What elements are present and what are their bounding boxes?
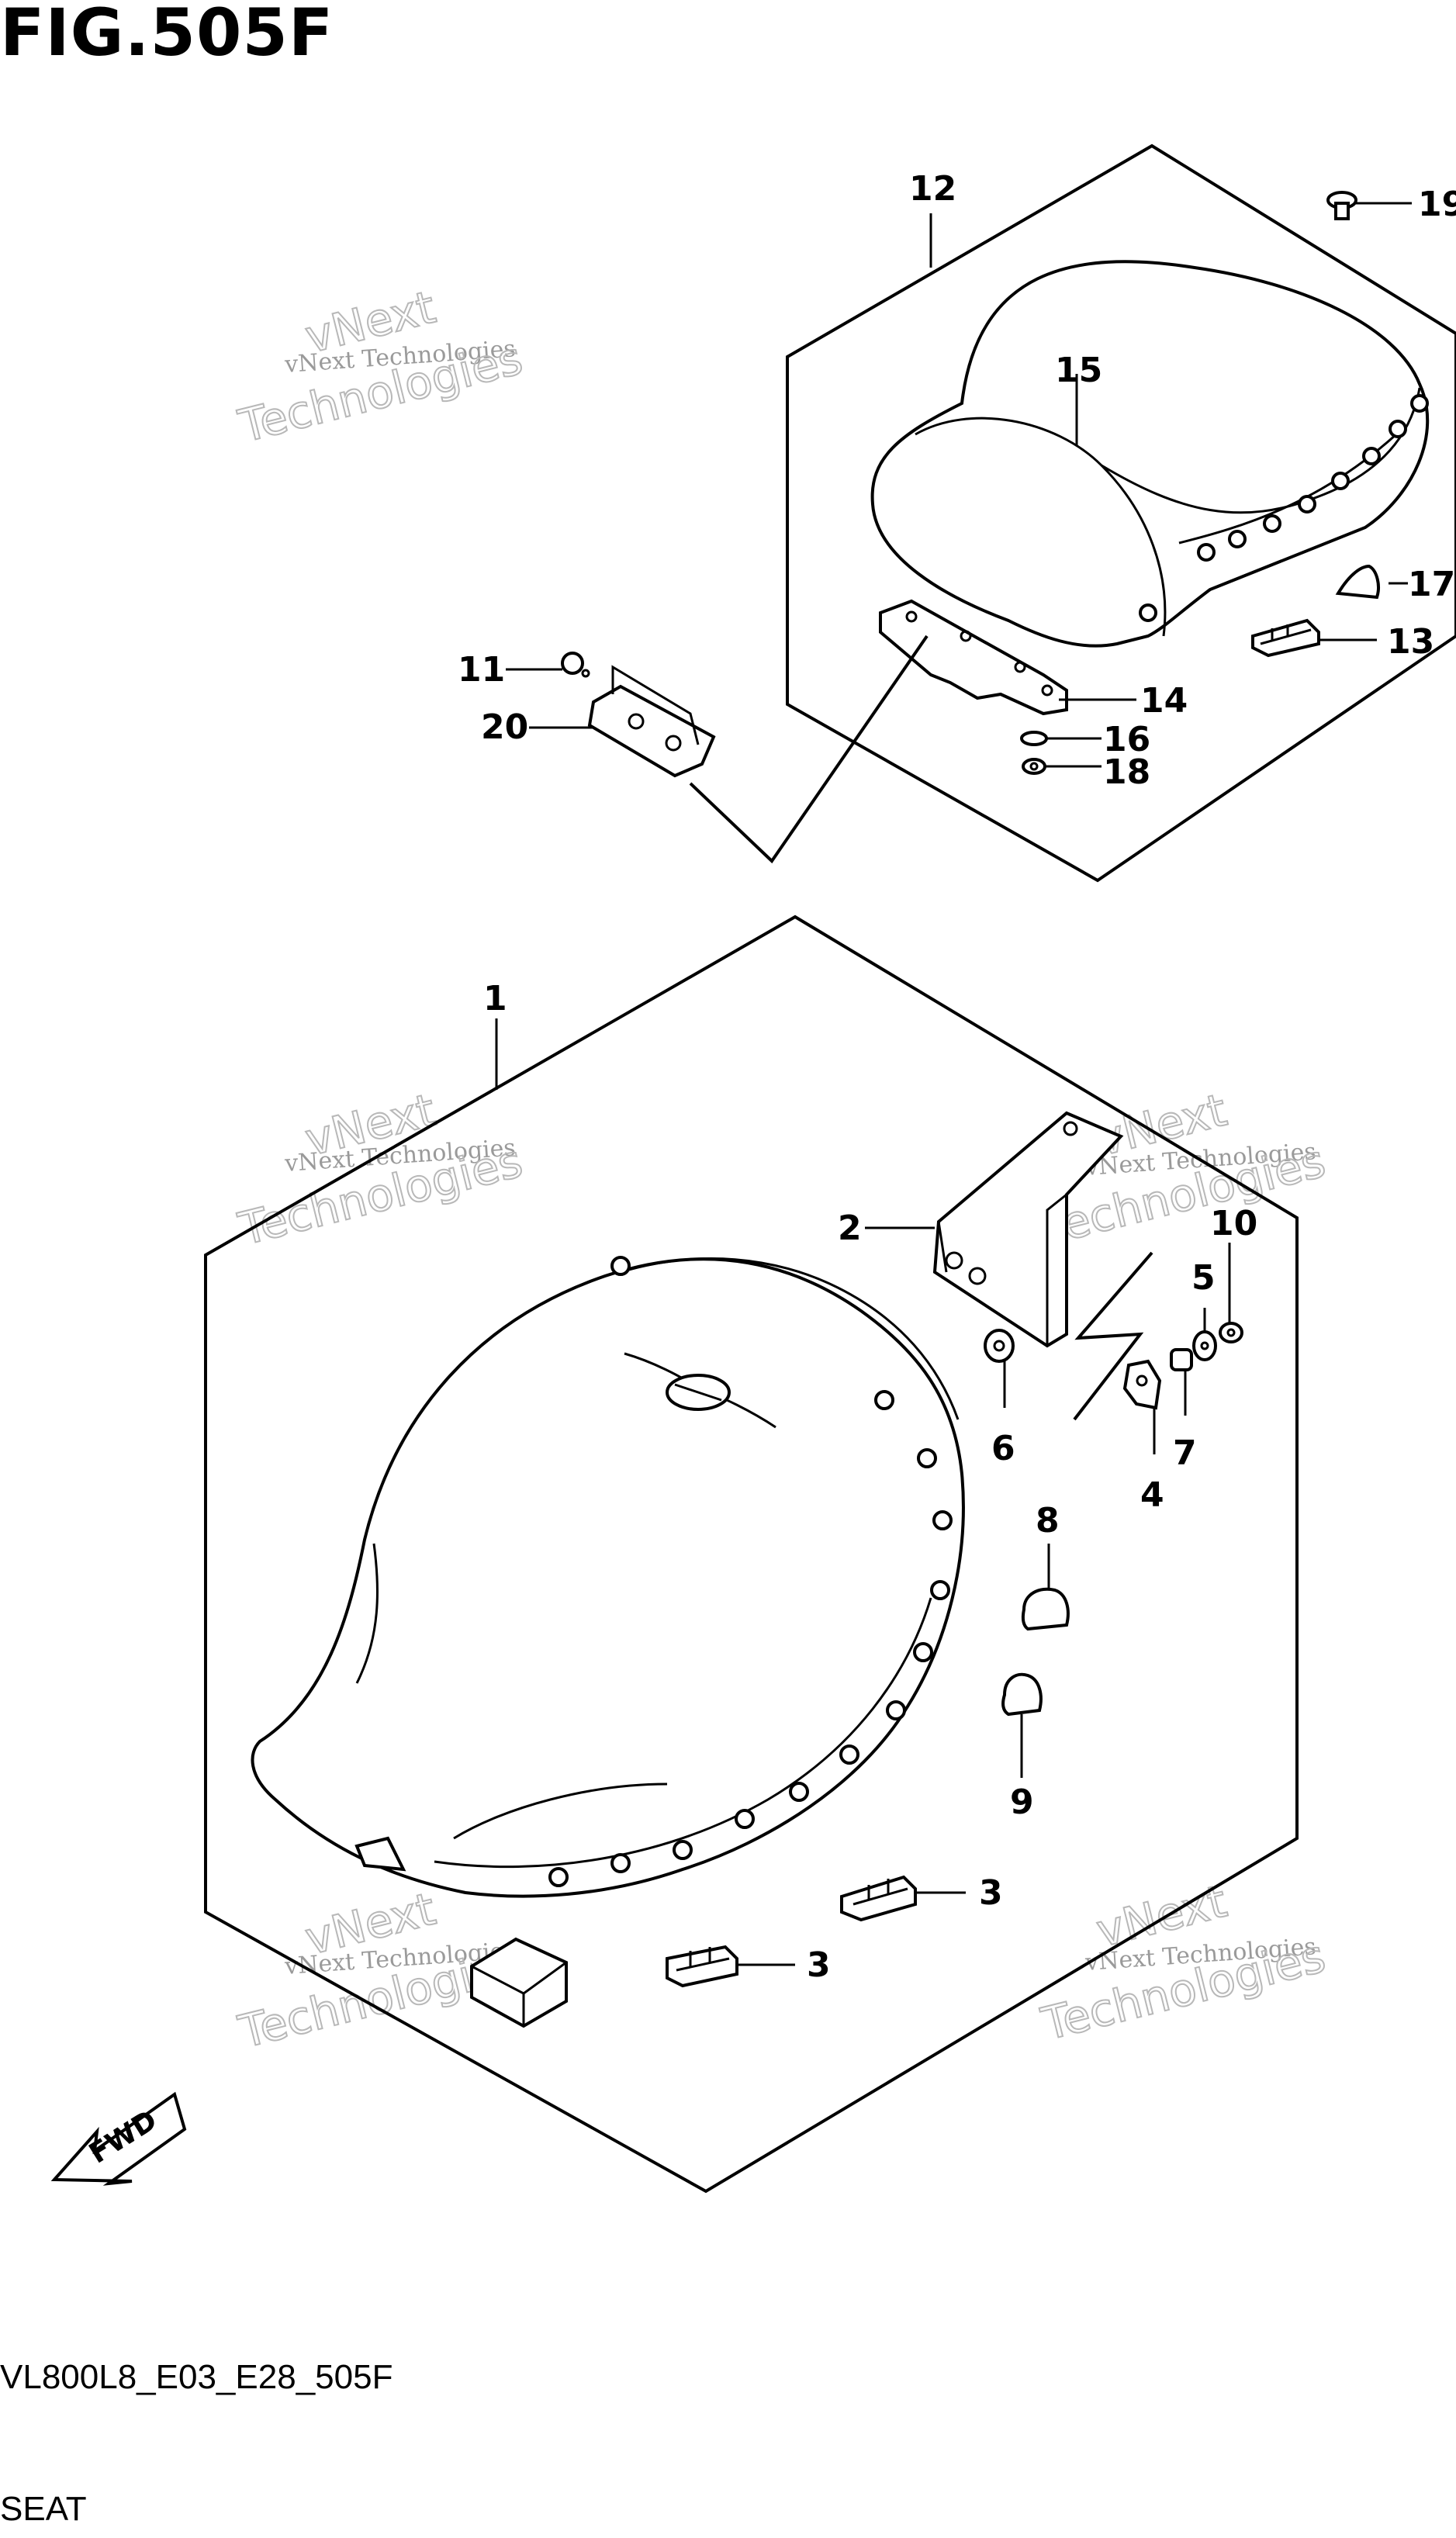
callout-14: 14	[1140, 681, 1188, 721]
callout-3a: 3	[979, 1873, 1003, 1913]
cushion-part-17[interactable]	[1335, 564, 1380, 600]
callout-7: 7	[1173, 1433, 1197, 1473]
cushion-part-9[interactable]	[1001, 1672, 1043, 1717]
storage-box[interactable]	[470, 1937, 568, 2028]
callout-2: 2	[838, 1208, 862, 1248]
rear-seat-assembly-frame	[786, 143, 1456, 883]
leader-lines	[495, 202, 1412, 1966]
clip-part-3a[interactable]	[840, 1875, 917, 1922]
callout-16: 16	[1103, 720, 1150, 759]
callout-9: 9	[1010, 1782, 1034, 1822]
clip-part-13[interactable]	[1251, 618, 1320, 658]
rear-seat-rivets	[1139, 394, 1429, 622]
washer-part-16[interactable]	[1020, 731, 1048, 746]
figure-title: FIG.505F	[0, 0, 334, 71]
callout-20: 20	[481, 707, 528, 747]
bolt-part-11[interactable]	[561, 652, 590, 678]
callout-17: 17	[1408, 565, 1455, 604]
callout-11: 11	[458, 650, 505, 690]
figure-name: SEAT	[0, 2490, 87, 2528]
callout-5: 5	[1191, 1258, 1216, 1298]
seat-bracket-part-2[interactable]	[932, 1111, 1124, 1348]
main-seat-rivets	[548, 1256, 953, 1887]
callout-10: 10	[1210, 1204, 1257, 1243]
fwd-direction-arrow: FWD	[50, 2091, 187, 2186]
callout-18: 18	[1103, 752, 1150, 792]
main-seat-assembly-frame	[204, 915, 1299, 2194]
callout-6: 6	[991, 1429, 1015, 1468]
clip-part-3b[interactable]	[666, 1945, 738, 1988]
callout-15: 15	[1055, 351, 1102, 390]
watermark-bottom-right: vNext vNext Technologies Technologies	[1036, 1874, 1331, 2052]
main-seat-part-1[interactable]	[251, 1256, 965, 1898]
nut-part-18[interactable]	[1022, 758, 1046, 775]
washer-part-6[interactable]	[984, 1329, 1015, 1363]
nut-part-10[interactable]	[1219, 1322, 1243, 1343]
callout-8: 8	[1036, 1501, 1060, 1540]
watermark-top-left: vNext vNext Technologies Technologies	[233, 280, 528, 454]
callout-12: 12	[909, 169, 956, 209]
callout-3b: 3	[807, 1945, 831, 1985]
callout-1: 1	[483, 979, 507, 1018]
callout-19: 19	[1418, 185, 1456, 224]
callout-4: 4	[1140, 1475, 1164, 1515]
strap-bracket-part-20[interactable]	[587, 665, 716, 778]
callout-numbers: 12 15 19 17 13 14 16 18 11 20 1 2 6 4 7 …	[458, 169, 1456, 1985]
cushion-part-8[interactable]	[1021, 1587, 1070, 1631]
main-seat-emblem	[624, 1352, 776, 1429]
screw-part-19[interactable]	[1326, 191, 1357, 220]
watermark-mid-left: vNext vNext Technologies Technologies	[233, 1083, 528, 1257]
bracket-connector-line	[689, 634, 929, 864]
rear-seat-bracket-part-14[interactable]	[879, 599, 1068, 716]
seat-bracket-breakline	[1073, 1251, 1153, 1421]
hook-part-4[interactable]	[1122, 1359, 1162, 1410]
callout-13: 13	[1387, 622, 1434, 662]
washer-part-5[interactable]	[1192, 1330, 1217, 1361]
collar-part-7[interactable]	[1170, 1348, 1193, 1371]
rear-seat-part-15[interactable]	[870, 260, 1430, 648]
figure-code: VL800L8_E03_E28_505F	[0, 2358, 393, 2396]
